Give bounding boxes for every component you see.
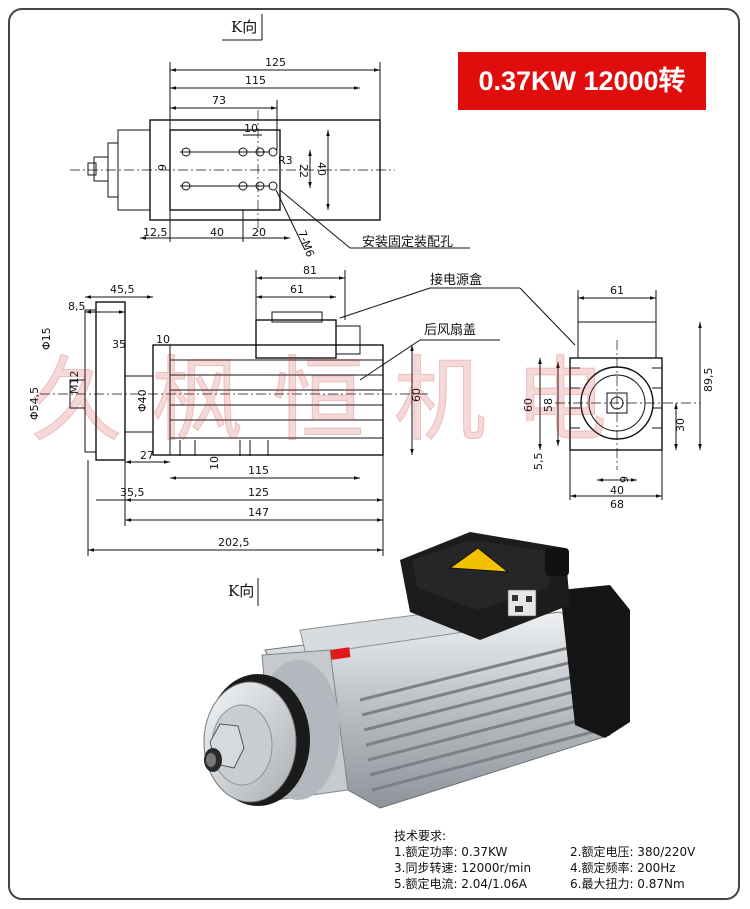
specs-heading: 技术要求: (394, 829, 447, 843)
dim-81: 81 (303, 264, 317, 277)
dim-40-top: 40 (210, 226, 224, 239)
dim-7-m6: 7-M6 (295, 229, 317, 259)
spec-rated-current: 5.额定电流: 2.04/1.06A (394, 877, 527, 891)
dim-35-side: 35 (112, 338, 126, 351)
dim-10-side: 10 (156, 333, 170, 346)
callout-rear-fan-cover: 后风扇盖 (424, 322, 476, 338)
dim-phi54-5: Φ54,5 (28, 387, 41, 420)
dim-40-end: 40 (610, 484, 624, 497)
dim-35-5: 35,5 (120, 486, 145, 499)
dim-27: 27 (140, 449, 154, 462)
view-label-top: K向 (231, 18, 257, 36)
dim-61-side: 61 (290, 283, 304, 296)
spec-row: 3.同步转速: 12000r/min 4.额定频率: 200Hz (394, 860, 724, 876)
page-frame (8, 8, 740, 900)
spec-rated-power: 1.额定功率: 0.37KW (394, 845, 508, 859)
dim-115-side: 115 (248, 464, 269, 477)
side-view: 81 61 45,5 8,5 Φ15 35 10 Φ54,5 M12 Φ40 6… (28, 264, 520, 556)
dim-10-bottom: 10 (208, 456, 221, 470)
title-badge: 0.37KW 12000转 (458, 52, 706, 110)
spec-rated-voltage: 2.额定电压: 380/220V (570, 845, 696, 859)
dim-89-5: 89,5 (702, 368, 715, 393)
dim-22: 22 (297, 164, 310, 178)
top-view: 125 115 73 10 6 R3 22 40 12,5 40 20 7-M6 (70, 56, 470, 259)
callout-junction-box: 接电源盒 (430, 272, 482, 288)
dim-68: 68 (610, 498, 624, 511)
callout-mount-holes: 安装固定装配孔 (362, 235, 453, 250)
spec-sync-speed: 3.同步转速: 12000r/min (394, 861, 532, 875)
dim-8-5: 8,5 (68, 300, 86, 313)
dim-r3: R3 (278, 154, 293, 167)
dim-m12: M12 (68, 371, 81, 395)
dim-60-end: 60 (522, 398, 535, 412)
dim-40-top-right: 40 (315, 162, 328, 176)
dim-45-5: 45,5 (110, 283, 135, 296)
spindle-motor-photo (203, 532, 630, 809)
spec-max-torque: 6.最大扭力: 0.87Nm (570, 877, 685, 891)
spec-row: 5.额定电流: 2.04/1.06A 6.最大扭力: 0.87Nm (394, 876, 724, 892)
dim-10-top: 10 (244, 122, 258, 135)
dim-61-end: 61 (610, 284, 624, 297)
spec-rated-frequency: 4.额定频率: 200Hz (570, 861, 676, 875)
dim-125-top: 125 (265, 56, 286, 69)
technical-specs: 技术要求: 1.额定功率: 0.37KW 2.额定电压: 380/220V 3.… (394, 828, 724, 892)
dim-12-5: 12,5 (143, 226, 168, 239)
dim-phi40: Φ40 (136, 389, 149, 412)
dim-147: 147 (248, 506, 269, 519)
dim-202-5: 202,5 (218, 536, 250, 549)
dim-60-side: 60 (410, 388, 423, 402)
spec-row: 1.额定功率: 0.37KW 2.额定电压: 380/220V (394, 844, 724, 860)
view-label-bottom: K向 (228, 582, 254, 600)
dim-58: 58 (542, 398, 555, 412)
end-view: 61 60 58 89,5 30 5,5 6 40 68 (522, 284, 715, 511)
watermark: 久 枫 恒 机 电 (30, 347, 607, 454)
dim-115-top: 115 (245, 74, 266, 87)
dim-5-5: 5,5 (532, 453, 545, 471)
dim-phi15: Φ15 (40, 327, 53, 350)
dim-125-side: 125 (248, 486, 269, 499)
dim-6-top: 6 (155, 164, 168, 171)
dim-20-top: 20 (252, 226, 266, 239)
dim-73: 73 (212, 94, 226, 107)
